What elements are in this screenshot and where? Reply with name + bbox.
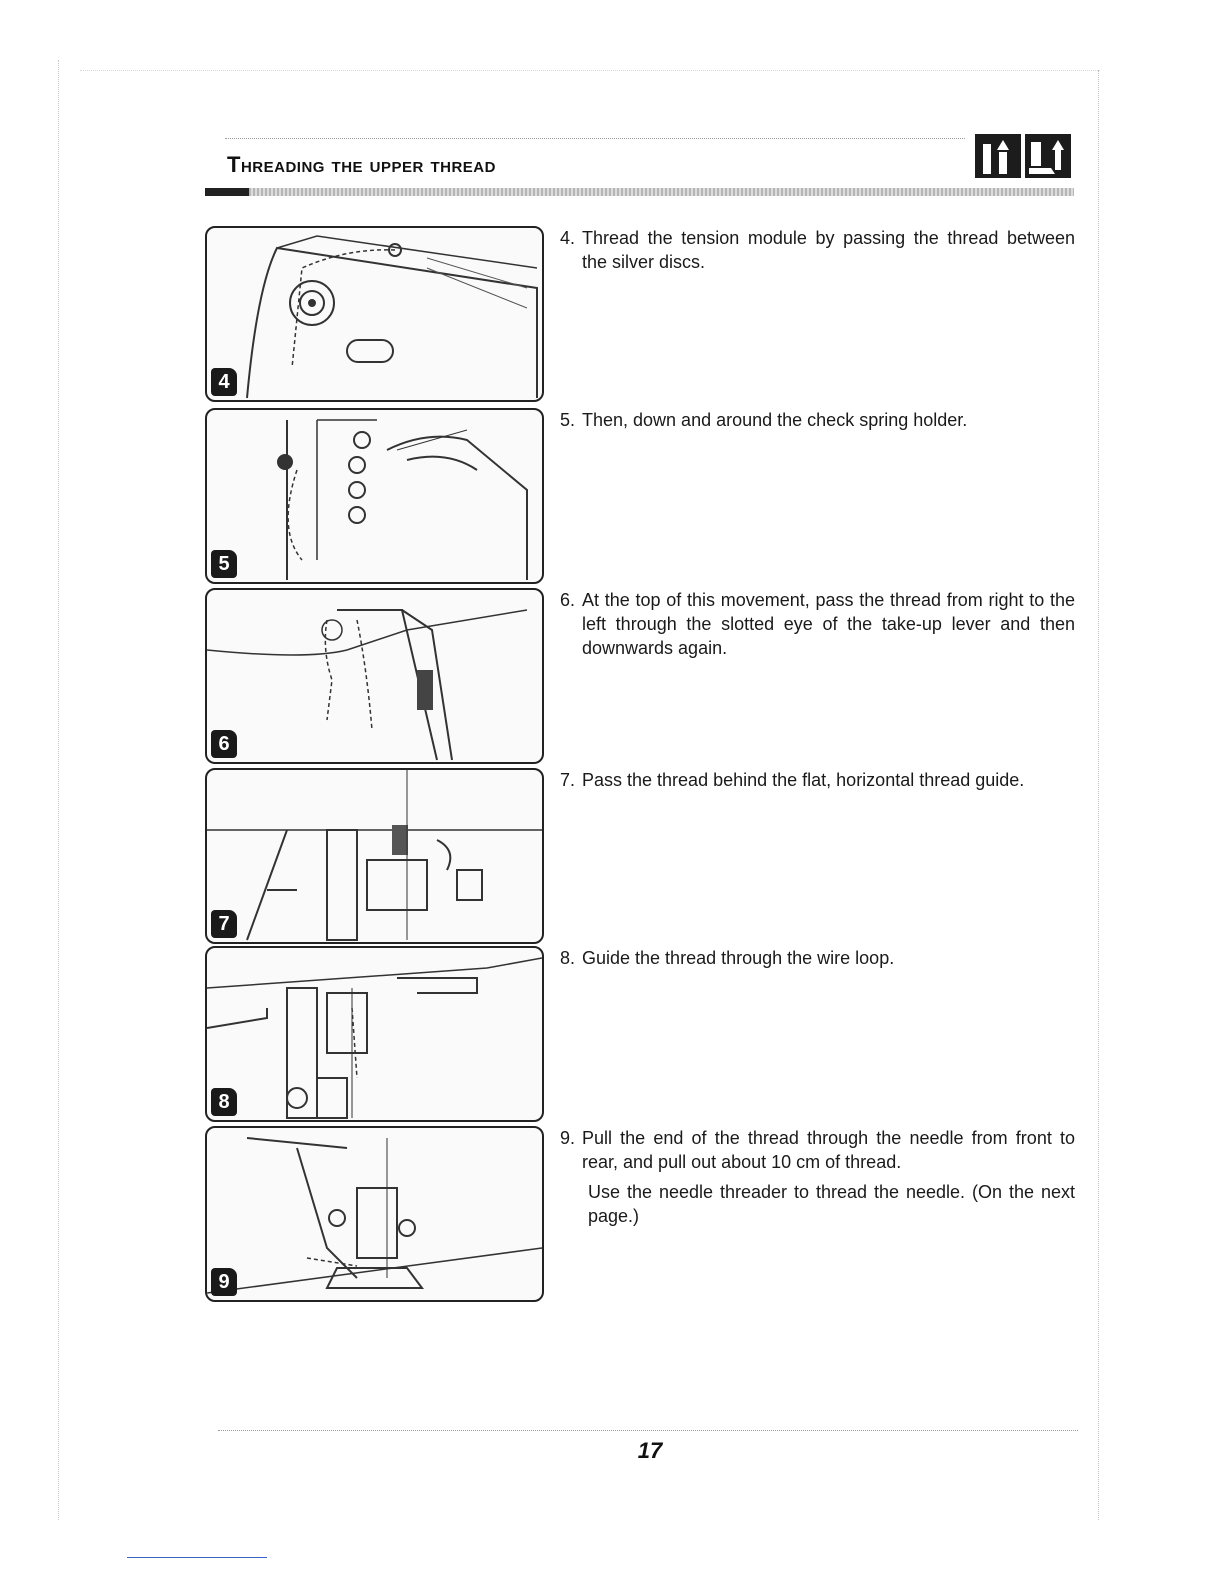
step-9-text: 9. Pull the end of the thread through th… bbox=[560, 1126, 1075, 1228]
step-badge: 4 bbox=[211, 368, 237, 396]
step-number: 6. bbox=[560, 590, 576, 610]
title-bar-accent bbox=[205, 188, 249, 196]
step-9-illustration: 9 bbox=[205, 1126, 544, 1302]
step-badge: 7 bbox=[211, 910, 237, 938]
step-5-text: 5. Then, down and around the check sprin… bbox=[560, 408, 1075, 432]
step-badge: 8 bbox=[211, 1088, 237, 1116]
scan-border-left bbox=[58, 60, 59, 1520]
step-instruction: At the top of this movement, pass the th… bbox=[582, 590, 1075, 658]
scan-border-top bbox=[80, 70, 1100, 71]
scan-blue-line bbox=[127, 1557, 267, 1558]
title-bar bbox=[249, 188, 1074, 196]
footer-rule bbox=[218, 1430, 1078, 1431]
step-7-illustration: 7 bbox=[205, 768, 544, 944]
step-instruction: Guide the thread through the wire loop. bbox=[582, 948, 895, 968]
step-7-text: 7. Pass the thread behind the flat, hori… bbox=[560, 768, 1075, 792]
header-icons bbox=[975, 134, 1073, 178]
step-4-text: 4. Thread the tension module by passing … bbox=[560, 226, 1075, 274]
step-badge: 9 bbox=[211, 1268, 237, 1296]
page-number: 17 bbox=[637, 1438, 663, 1463]
step-4-illustration: 4 bbox=[205, 226, 544, 402]
page-title: Threading the upper thread bbox=[227, 152, 496, 177]
step-5-illustration: 5 bbox=[205, 408, 544, 584]
step-6-illustration: 6 bbox=[205, 588, 544, 764]
step-instruction: Pass the thread behind the flat, horizon… bbox=[582, 770, 1025, 790]
step-badge: 5 bbox=[211, 550, 237, 578]
page-header: Threading the upper thread bbox=[205, 134, 1075, 198]
presser-foot-lever-icon bbox=[975, 134, 1021, 178]
step-instruction: Pull the end of the thread through the n… bbox=[582, 1128, 1075, 1172]
step-8-illustration: 8 bbox=[205, 946, 544, 1122]
step-8-text: 8. Guide the thread through the wire loo… bbox=[560, 946, 1075, 970]
header-rule bbox=[225, 138, 965, 139]
scan-border-right bbox=[1098, 70, 1099, 1520]
step-number: 8. bbox=[560, 948, 576, 968]
step-number: 9. bbox=[560, 1128, 576, 1148]
step-badge: 6 bbox=[211, 730, 237, 758]
step-instruction: Then, down and around the check spring h… bbox=[582, 410, 968, 430]
step-instruction: Thread the tension module by passing the… bbox=[582, 228, 1075, 272]
step-6-text: 6. At the top of this movement, pass the… bbox=[560, 588, 1075, 660]
step-number: 4. bbox=[560, 228, 576, 248]
presser-foot-icon bbox=[1025, 134, 1071, 178]
step-number: 7. bbox=[560, 770, 576, 790]
step-note: Use the needle threader to thread the ne… bbox=[588, 1182, 1075, 1226]
step-number: 5. bbox=[560, 410, 576, 430]
